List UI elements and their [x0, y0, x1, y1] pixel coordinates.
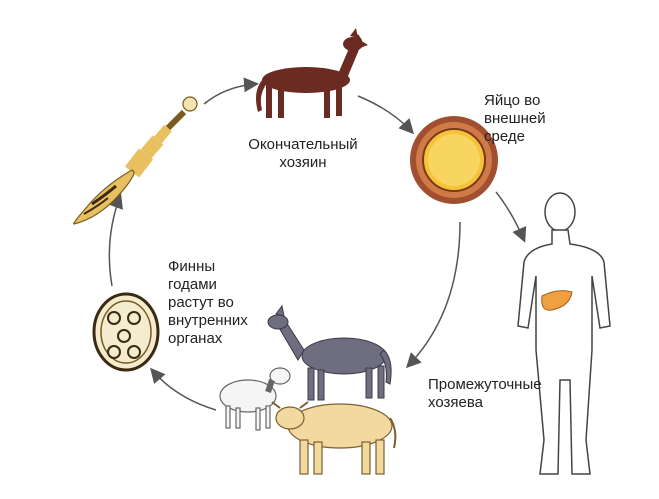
cow-icon [271, 401, 397, 475]
intermediate-hosts-label: Промежуточные хозяева [428, 376, 542, 411]
arrow-finn-to-worm [108, 193, 123, 287]
human-icon [517, 192, 611, 475]
egg-label: Яйцо во внешней среде [484, 92, 546, 145]
arrow-egg-to-human [495, 191, 527, 243]
finn-cyst-icon [92, 292, 160, 372]
arrow-worm-to-dog [203, 77, 259, 105]
sheep-icon [219, 367, 291, 431]
dog-icon [256, 28, 368, 118]
liver-icon [541, 290, 573, 311]
egg-icon [410, 116, 498, 204]
arrow-egg-to-animals [405, 221, 461, 369]
arrow-dog-to-egg [357, 95, 415, 135]
finns-label: Финны годами растут во внутренних органа… [168, 258, 248, 347]
arrow-animals-to-finn [150, 367, 217, 411]
final-host-label: Окончательный хозяин [248, 136, 358, 171]
tapeworm-icon [73, 96, 198, 225]
horse-icon [267, 304, 392, 401]
